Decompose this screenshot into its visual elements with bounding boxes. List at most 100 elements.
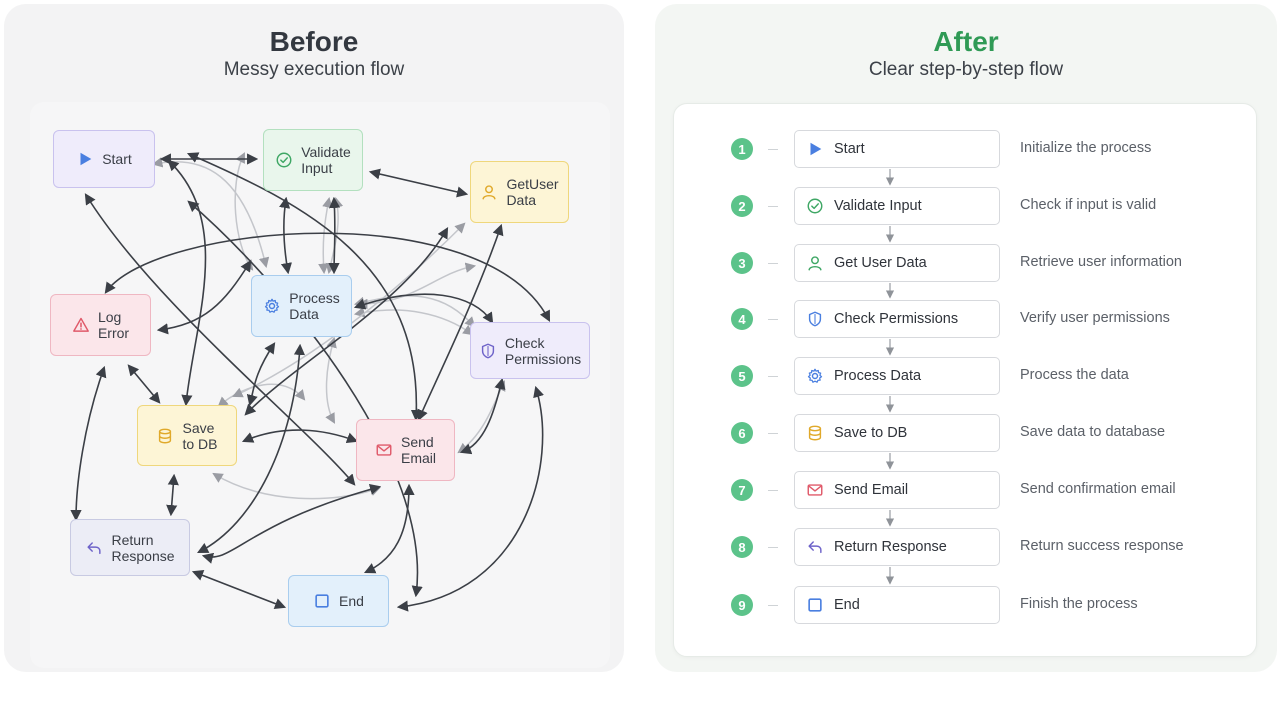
node-label: Save to DB xyxy=(182,419,218,452)
node-savedb: Save to DB xyxy=(137,405,237,466)
messy-connector xyxy=(127,364,161,404)
node-label: Process Data xyxy=(289,290,340,322)
step-dash xyxy=(768,319,778,320)
step-number-badge: 5 xyxy=(731,365,753,387)
messy-connector xyxy=(396,385,544,612)
node-label: End xyxy=(339,593,364,609)
before-subtitle: Messy execution flow xyxy=(223,59,405,80)
step-box: Save to DB xyxy=(794,414,1000,452)
step-description: Retrieve user information xyxy=(1020,254,1182,270)
step-box: Validate Input xyxy=(794,187,1000,225)
node-label: Return Response xyxy=(111,531,175,564)
step-box: Get User Data xyxy=(794,244,1000,282)
step-number-badge: 1 xyxy=(731,138,753,160)
node-label: GetUser Data xyxy=(506,176,559,208)
step-number-badge: 2 xyxy=(731,195,753,217)
faded-connector xyxy=(318,196,333,275)
node-label: Log Error xyxy=(97,309,130,341)
step-flow-connectors xyxy=(885,169,895,585)
step-label: Return Response xyxy=(834,539,947,555)
node-label: Check Permissions xyxy=(504,334,582,367)
warning-icon xyxy=(72,316,90,334)
faded-connector xyxy=(325,336,337,424)
messy-connector xyxy=(187,200,423,598)
node-sendemail: Send Email xyxy=(356,419,455,481)
step-number-badge: 4 xyxy=(731,308,753,330)
step-dash xyxy=(768,605,778,606)
step-box: Process Data xyxy=(794,357,1000,395)
mail-icon xyxy=(375,441,393,459)
step-dash xyxy=(768,490,778,491)
messy-connector xyxy=(166,473,179,517)
faded-connector xyxy=(151,157,270,269)
step-number-badge: 3 xyxy=(731,252,753,274)
messy-connector xyxy=(191,570,287,609)
messy-connector xyxy=(363,483,415,574)
gear-icon xyxy=(806,367,824,385)
step-label: Get User Data xyxy=(834,255,927,271)
after-title: After xyxy=(933,26,999,57)
step-label: Check Permissions xyxy=(834,311,959,327)
after-panel: After Clear step-by-step flow 1 Start Init… xyxy=(655,4,1277,672)
messy-connector xyxy=(246,342,276,407)
step-dash xyxy=(768,433,778,434)
messy-connector xyxy=(368,168,469,198)
step-number-badge: 8 xyxy=(731,536,753,558)
step-description: Save data to database xyxy=(1020,424,1166,440)
step-description: Process the data xyxy=(1020,367,1129,383)
check-circle-icon xyxy=(275,151,293,169)
step-description: Initialize the process xyxy=(1020,140,1152,156)
faded-connector xyxy=(217,383,306,408)
step-number-badge: 9 xyxy=(731,594,753,616)
shield-icon xyxy=(806,310,824,328)
node-start: Start xyxy=(53,130,155,188)
mail-icon xyxy=(806,481,824,499)
return-arrow-icon xyxy=(85,539,103,557)
step-label: Send Email xyxy=(834,482,909,498)
user-icon xyxy=(806,254,824,272)
square-icon xyxy=(313,592,331,610)
database-icon xyxy=(156,427,174,445)
faded-connector xyxy=(457,380,506,454)
messy-connector xyxy=(241,429,359,444)
step-number-badge: 6 xyxy=(731,422,753,444)
node-label: Send Email xyxy=(400,434,436,466)
step-box: Start xyxy=(794,130,1000,168)
node-label: Start xyxy=(102,151,132,167)
step-description: Return success response xyxy=(1020,538,1184,554)
shield-icon xyxy=(479,342,497,360)
node-getuser: GetUser Data xyxy=(470,161,569,223)
step-dash xyxy=(768,206,778,207)
step-description: Finish the process xyxy=(1020,596,1138,612)
step-dash xyxy=(768,547,778,548)
before-title: Before xyxy=(269,26,359,57)
step-description: Send confirmation email xyxy=(1020,481,1176,497)
node-end: End xyxy=(288,575,389,627)
node-checkperm: Check Permissions xyxy=(470,322,590,379)
return-arrow-icon xyxy=(806,538,824,556)
step-label: Save to DB xyxy=(834,425,908,441)
step-label: Validate Input xyxy=(834,198,922,214)
user-icon xyxy=(480,183,498,201)
step-dash xyxy=(768,263,778,264)
step-box: Check Permissions xyxy=(794,300,1000,338)
play-icon xyxy=(76,150,94,168)
play-icon xyxy=(806,140,824,158)
step-label: End xyxy=(834,597,860,613)
after-subtitle: Clear step-by-step flow xyxy=(868,59,1064,80)
node-return: Return Response xyxy=(70,519,190,576)
node-process: Process Data xyxy=(251,275,352,337)
messy-connector xyxy=(459,377,506,455)
step-label: Process Data xyxy=(834,368,922,384)
check-circle-icon xyxy=(806,197,824,215)
messy-connector xyxy=(279,196,292,275)
step-box: Return Response xyxy=(794,528,1000,566)
messy-connector xyxy=(70,365,107,522)
step-number-badge: 7 xyxy=(731,479,753,501)
step-dash xyxy=(768,376,778,377)
node-logerror: Log Error xyxy=(50,294,151,356)
step-flow-card: 1 Start Initialize the process 2 Validate In… xyxy=(673,103,1257,657)
gear-icon xyxy=(263,297,281,315)
messy-flow-edges xyxy=(70,152,551,612)
